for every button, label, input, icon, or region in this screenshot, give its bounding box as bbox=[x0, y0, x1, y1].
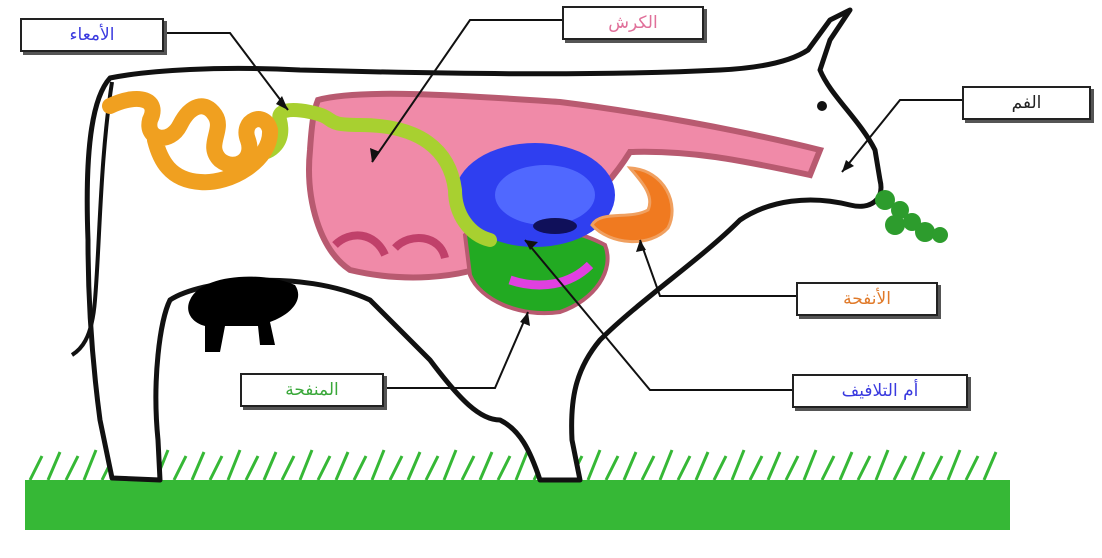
reticulum-opening bbox=[533, 218, 577, 234]
reticulum-inner bbox=[495, 165, 595, 225]
label-mouth: الفم bbox=[962, 86, 1091, 120]
grass-blades bbox=[30, 450, 996, 480]
udder bbox=[188, 277, 298, 352]
grass-in-mouth bbox=[875, 190, 948, 243]
label-omasum: المنفحة bbox=[240, 373, 384, 407]
label-abomasum: الأنفحة bbox=[796, 282, 938, 316]
label-reticulum: أم التلافيف bbox=[792, 374, 968, 408]
cow-eye bbox=[817, 101, 827, 111]
label-rumen: الكرش bbox=[562, 6, 704, 40]
label-intestines: الأمعاء bbox=[20, 18, 164, 52]
grass-ground bbox=[25, 480, 1010, 530]
